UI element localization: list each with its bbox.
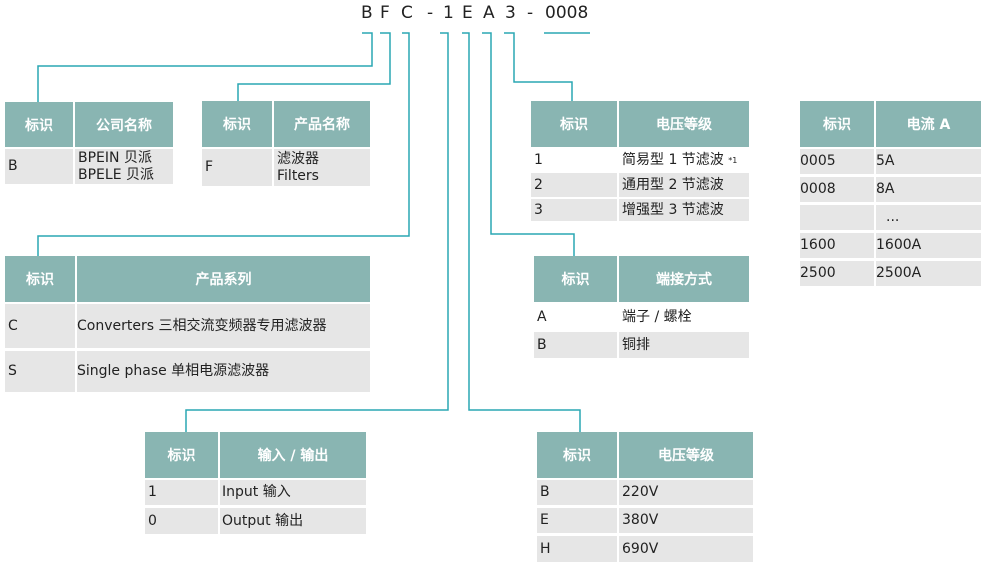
connector-c [37,32,410,256]
table-row: H 690V [537,536,753,562]
table-row: B BPEIN 贝派 BPELE 贝派 [5,149,173,184]
series-table: 标识 产品系列 C Converters 三相交流变频器专用滤波器 S Sing… [5,256,370,392]
table-header: 标识 输入 / 输出 [145,432,366,478]
code-char-a: A [483,3,495,23]
connector-f [237,32,391,102]
table-row: B 铜排 [534,332,749,358]
product-table: 标识 产品名称 F 滤波器 Filters [202,101,370,186]
header-id: 标识 [25,117,53,134]
table-row: F 滤波器 Filters [202,149,370,186]
table-row: 2500 2500A [800,261,981,286]
voltage-table: 标识 电压等级 B 220V E 380V H 690V [537,432,753,562]
table-row: 0005 5A [800,149,981,174]
connector-a [482,32,575,256]
connector-1 [185,32,449,432]
table-row: 1 简易型 1 节滤波 *1 [531,148,749,173]
code-char-1: 1 [443,3,454,23]
table-row: 1 Input 输入 [145,480,366,505]
table-row: 1600 1600A [800,233,981,258]
current-table: 标识 电流 A 0005 5A 0008 8A ... 1600 1600A 2… [800,101,981,286]
filter-level-table: 标识 电压等级 1 简易型 1 节滤波 *1 2 通用型 2 节滤波 3 增强型… [531,101,749,221]
table-row: S Single phase 单相电源滤波器 [5,351,370,392]
table-row: ... [800,205,981,230]
connector-b [37,32,373,102]
company-table: 标识 公司名称 B BPEIN 贝派 BPELE 贝派 [5,102,173,184]
code-char-0008: 0008 [545,3,589,23]
table-header: 标识 电流 A [800,101,981,147]
table-row: 2 通用型 2 节滤波 [531,173,749,197]
table-header: 标识 电压等级 [537,432,753,478]
table-row: 0 Output 输出 [145,508,366,534]
table-header: 标识 电压等级 [531,101,749,147]
header-name: 公司名称 [96,117,152,134]
table-header: 标识 端接方式 [534,256,749,302]
table-row: B 220V [537,480,753,505]
table-row: A 端子 / 螺栓 [534,304,749,330]
table-header: 标识 产品系列 [5,256,370,302]
connector-3 [504,32,573,101]
table-row: E 380V [537,508,753,533]
code-dash-1: - [427,3,434,23]
table-row: 3 增强型 3 节滤波 [531,199,749,221]
code-char-f: F [380,3,390,23]
io-table: 标识 输入 / 输出 1 Input 输入 0 Output 输出 [145,432,366,534]
code-dash-2: - [527,3,534,23]
code-char-c: C [401,3,413,23]
table-header: 标识 公司名称 [5,102,173,147]
code-char-e: E [462,3,473,23]
table-header: 标识 产品名称 [202,101,370,147]
code-char-3: 3 [505,3,516,23]
terminal-table: 标识 端接方式 A 端子 / 螺栓 B 铜排 [534,256,749,358]
table-row: 0008 8A [800,177,981,202]
code-char-b: B [361,3,373,23]
table-row: C Converters 三相交流变频器专用滤波器 [5,304,370,348]
connector-e [462,32,581,432]
